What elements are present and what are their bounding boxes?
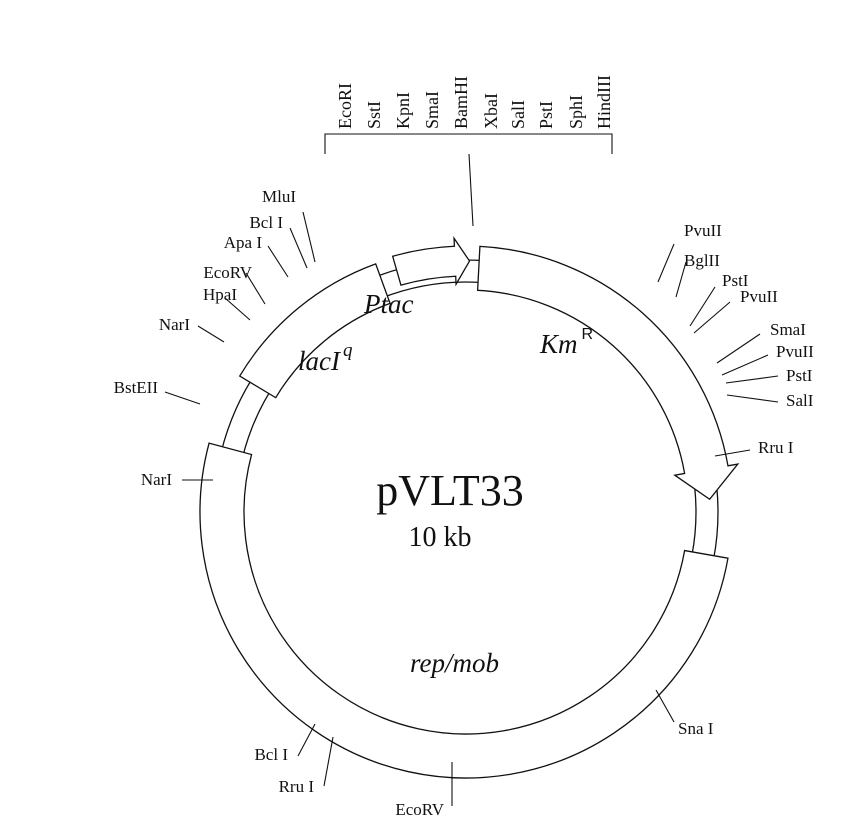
restriction-site-label: SalI (786, 391, 814, 410)
restriction-site-label: BstEII (114, 378, 159, 397)
plasmid-size: 10 kb (409, 522, 472, 553)
restriction-site-tick (197, 325, 225, 343)
restriction-site-label: HpaI (203, 285, 237, 304)
gene-label-rep-mob: rep/mob (410, 648, 499, 678)
restriction-site-label: Apa I (224, 233, 263, 252)
restriction-site-tick (655, 689, 675, 723)
restriction-site-label: BglII (684, 251, 720, 270)
restriction-site-tick (297, 723, 316, 757)
promoter-arrow-ptac (391, 236, 471, 287)
mcs-site-label: XbaI (481, 93, 501, 129)
restriction-site-label: Sna I (678, 719, 714, 738)
restriction-site-tick (267, 245, 289, 278)
restriction-site-tick (726, 394, 779, 403)
restriction-site-tick (714, 449, 751, 457)
restriction-site-tick (725, 375, 779, 384)
restriction-site-label: EcoRV (395, 800, 444, 819)
mcs-insertion-line (468, 153, 474, 227)
gene-label-ptac: Ptac (363, 289, 413, 319)
restriction-site-tick (689, 286, 716, 327)
mcs-site-label: SalI (508, 100, 528, 129)
restriction-site-label: SmaI (770, 320, 806, 339)
gene-block-laciq (238, 263, 391, 399)
restriction-site-label: NarI (159, 315, 190, 334)
restriction-site-tick (302, 211, 316, 263)
plasmid-name: pVLT33 (376, 466, 524, 515)
mcs-site-label: SphI (566, 95, 586, 129)
restriction-site-label: PvuII (776, 342, 814, 361)
restriction-site-tick (675, 261, 687, 298)
restriction-site-tick (164, 391, 201, 405)
gene-block-rep-mob (199, 442, 729, 779)
restriction-site-label: MluI (262, 187, 296, 206)
restriction-site-tick (657, 243, 675, 283)
restriction-site-label: PvuII (684, 221, 722, 240)
mcs-site-label: HindIII (594, 75, 614, 129)
mcs-site-label: KpnI (393, 92, 413, 129)
mcs-site-label: PstI (536, 101, 556, 129)
restriction-site-tick (716, 333, 761, 364)
restriction-site-tick (323, 736, 334, 787)
restriction-site-tick (721, 354, 769, 376)
restriction-site-label: Rru I (279, 777, 315, 796)
restriction-site-label: Rru I (758, 438, 794, 457)
restriction-site-tick (245, 272, 266, 305)
restriction-site-label: Bcl I (254, 745, 288, 764)
restriction-site-label: PstI (786, 366, 813, 385)
restriction-site-label: EcoRV (203, 263, 252, 282)
restriction-site-tick (289, 227, 308, 269)
mcs-site-label: BamHI (451, 76, 471, 129)
restriction-site-label: PvuII (740, 287, 778, 306)
restriction-site-tick (693, 301, 731, 334)
gene-arrow-kmr (476, 245, 740, 501)
restriction-site-label: PstI (722, 271, 749, 290)
mcs-site-label: SmaI (422, 91, 442, 129)
restriction-site-tick (224, 297, 251, 321)
restriction-site-label: Bcl I (249, 213, 283, 232)
mcs-site-label: EcoRI (335, 83, 355, 129)
restriction-site-label: NarI (141, 470, 172, 489)
mcs-site-label: SstI (364, 101, 384, 129)
mcs-bracket (324, 133, 613, 154)
